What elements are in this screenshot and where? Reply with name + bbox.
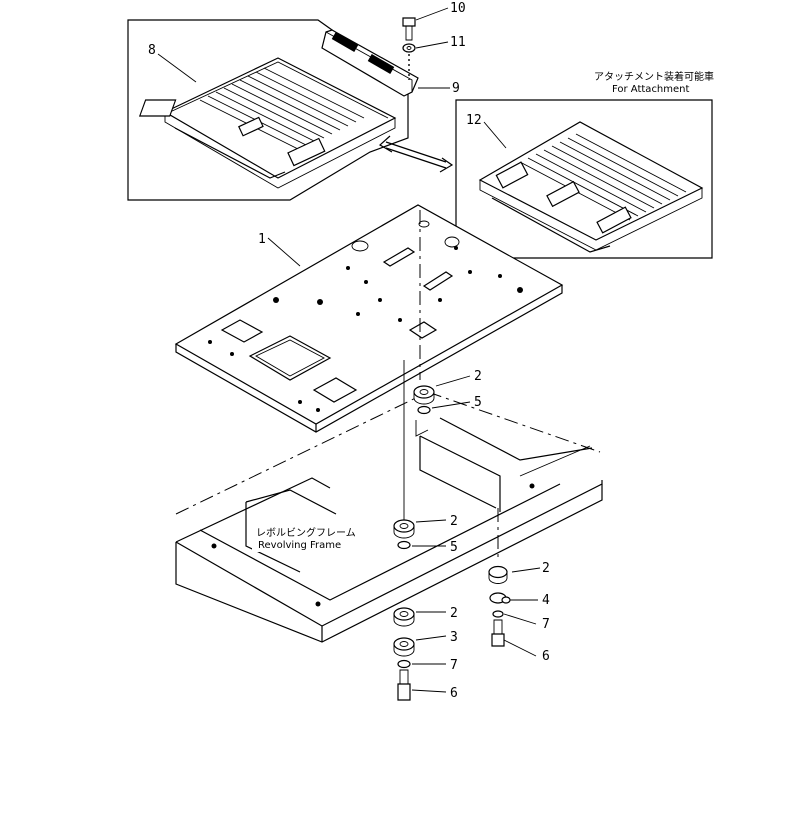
callout-6-right: 6: [542, 649, 550, 664]
callout-5-upper: 5: [474, 395, 482, 410]
floor-mat-12: [478, 121, 704, 253]
cover-9: [321, 29, 419, 97]
floor-plate-1: [174, 204, 564, 433]
bolt-10: [402, 17, 416, 41]
caption-frame-en: Revolving Frame: [258, 540, 341, 551]
swap-arrow: [378, 135, 454, 173]
caption-attachment-jp: アタッチメント装着可能車: [594, 70, 714, 83]
callout-11: 11: [450, 35, 466, 50]
callout-5-mid: 5: [450, 540, 458, 555]
callout-2-upper: 2: [474, 369, 482, 384]
caption-attachment-en: For Attachment: [612, 84, 690, 95]
washer-5-mid: [397, 540, 411, 550]
washer-11: [402, 43, 416, 53]
caption-frame-jp: レボルビングフレーム: [256, 526, 356, 539]
leader-lines: [157, 7, 541, 693]
bolt-6-left: [397, 669, 411, 701]
revolving-frame: [175, 391, 603, 643]
callout-2-right: 2: [542, 561, 550, 576]
cushion-2-lower: [393, 607, 415, 627]
inset-box-attachment-mat: [455, 99, 713, 259]
callout-2-lower: 2: [450, 606, 458, 621]
callout-12: 12: [466, 113, 482, 128]
callout-6-left: 6: [450, 686, 458, 701]
callout-3: 3: [450, 630, 458, 645]
washer-5-upper: [417, 405, 431, 415]
callout-1: 1: [258, 232, 266, 247]
cushion-2-upper: [413, 385, 435, 405]
callout-10: 10: [450, 1, 466, 16]
washer-7-left: [397, 659, 411, 669]
callout-4: 4: [542, 593, 550, 608]
stopper-4: [489, 592, 511, 604]
cushion-2-right: [488, 565, 508, 584]
stopper-3: [393, 637, 415, 657]
floor-mat-8: [138, 57, 397, 189]
callout-8: 8: [148, 43, 156, 58]
callout-9: 9: [452, 81, 460, 96]
cushion-2-mid: [393, 519, 415, 539]
bolt-6-right: [491, 619, 505, 647]
washer-7-right: [492, 610, 504, 618]
callout-7-right: 7: [542, 617, 550, 632]
callout-7-left: 7: [450, 658, 458, 673]
callout-2-mid: 2: [450, 514, 458, 529]
